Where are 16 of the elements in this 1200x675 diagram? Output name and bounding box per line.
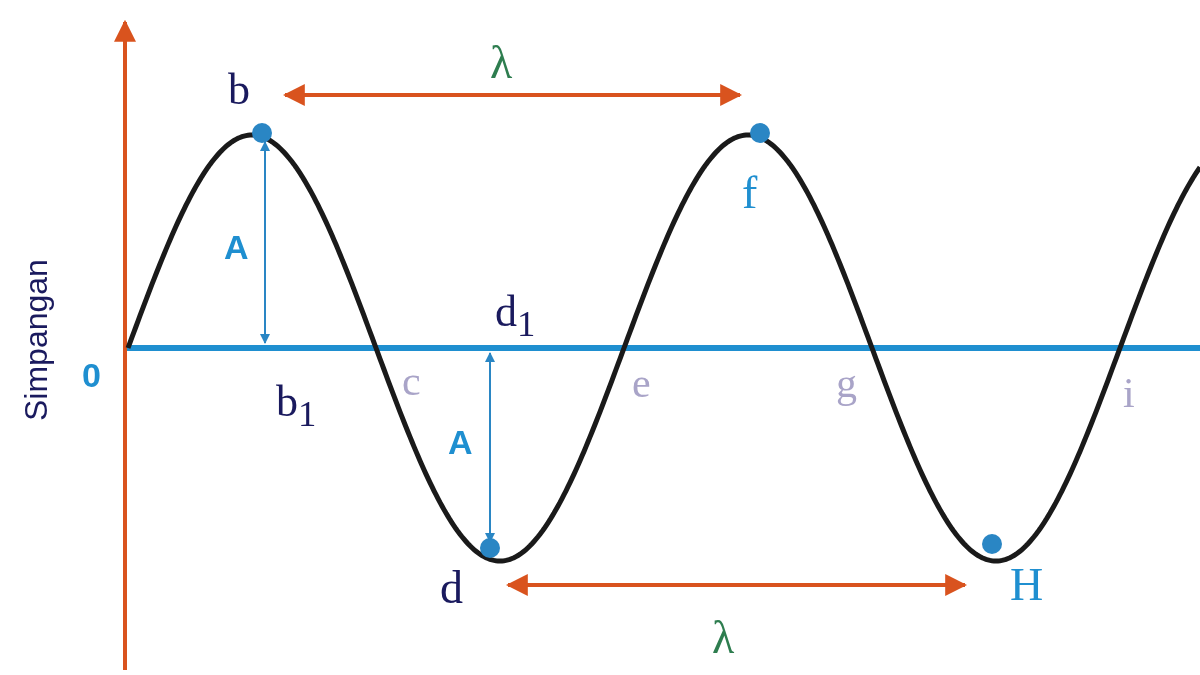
point-label: d bbox=[440, 565, 463, 611]
point-label: H bbox=[1010, 562, 1044, 608]
point-label: e bbox=[632, 362, 651, 404]
axis-label: Simpangan bbox=[20, 261, 52, 421]
origin-label: 0 bbox=[82, 358, 101, 392]
point-label: d$_{1}$ bbox=[495, 290, 536, 343]
wavelength-label: λ bbox=[712, 615, 735, 661]
point-label: i bbox=[1123, 372, 1135, 414]
point-label: g bbox=[836, 362, 857, 404]
amplitude-label: A bbox=[448, 425, 473, 459]
point-label: b bbox=[228, 68, 250, 112]
point-label: b$_{1}$ bbox=[276, 380, 317, 433]
point-label: c bbox=[402, 360, 421, 402]
wavelength-label: λ bbox=[490, 40, 513, 86]
point-label: f bbox=[742, 170, 758, 216]
amplitude-label: A bbox=[224, 230, 249, 264]
